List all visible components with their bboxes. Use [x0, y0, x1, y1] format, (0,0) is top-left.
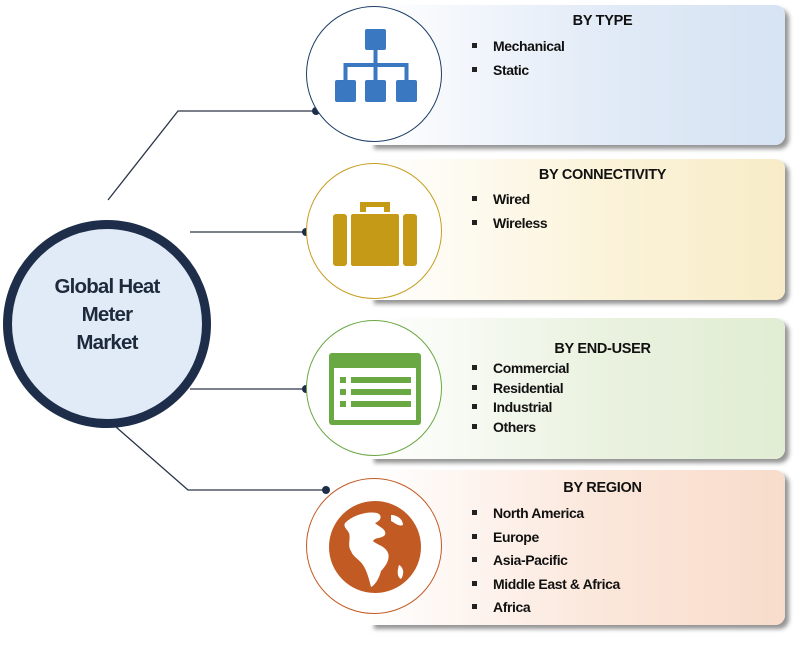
segment-list-connectivity: Wired Wireless [472, 189, 548, 237]
segment-icon-end-user [306, 320, 442, 456]
segment-list-type: Mechanical Static [472, 36, 565, 84]
hub-title-line: Meter [81, 303, 133, 326]
list-item: Middle East & Africa [472, 574, 620, 598]
list-item: Asia-Pacific [472, 550, 620, 574]
segment-title-region: BY REGION [563, 480, 642, 496]
segment-icon-type [306, 6, 442, 142]
list-item: Mechanical [472, 36, 565, 60]
segment-list-end-user: Commercial Residential Industrial Others [472, 359, 570, 438]
list-item: Others [472, 418, 569, 438]
segment-icon-connectivity [306, 163, 442, 299]
hierarchy-icon [335, 29, 417, 102]
segment-title-connectivity: BY CONNECTIVITY [538, 167, 667, 183]
hub-title-line: Market [76, 331, 138, 354]
list-item: Europe [472, 527, 620, 551]
list-item: Wireless [472, 213, 548, 237]
segment-title-end-user: BY END-USER [554, 341, 651, 357]
list-item: Africa [472, 597, 620, 621]
segment-title-type: BY TYPE [572, 13, 633, 29]
list-item: North America [472, 503, 620, 527]
list-item: Wired [472, 189, 547, 213]
hub-circle: Global Heat Meter Market [3, 220, 211, 428]
connector-region [107, 419, 326, 491]
hub-title: Global Heat Meter Market [12, 273, 202, 357]
list-item: Residential [472, 379, 569, 399]
connector-type [107, 110, 316, 201]
list-item: Static [472, 60, 564, 84]
list-window-icon [329, 353, 421, 425]
segment-list-region: North America Europe Asia-Pacific Middle… [472, 503, 620, 621]
list-item: Industrial [472, 398, 569, 418]
briefcase-icon [333, 202, 417, 266]
segment-icon-region [306, 478, 442, 614]
hub-title-line: Global Heat [54, 275, 160, 298]
connector-dot [322, 486, 330, 494]
globe-icon [329, 501, 421, 593]
list-item: Commercial [472, 359, 570, 379]
